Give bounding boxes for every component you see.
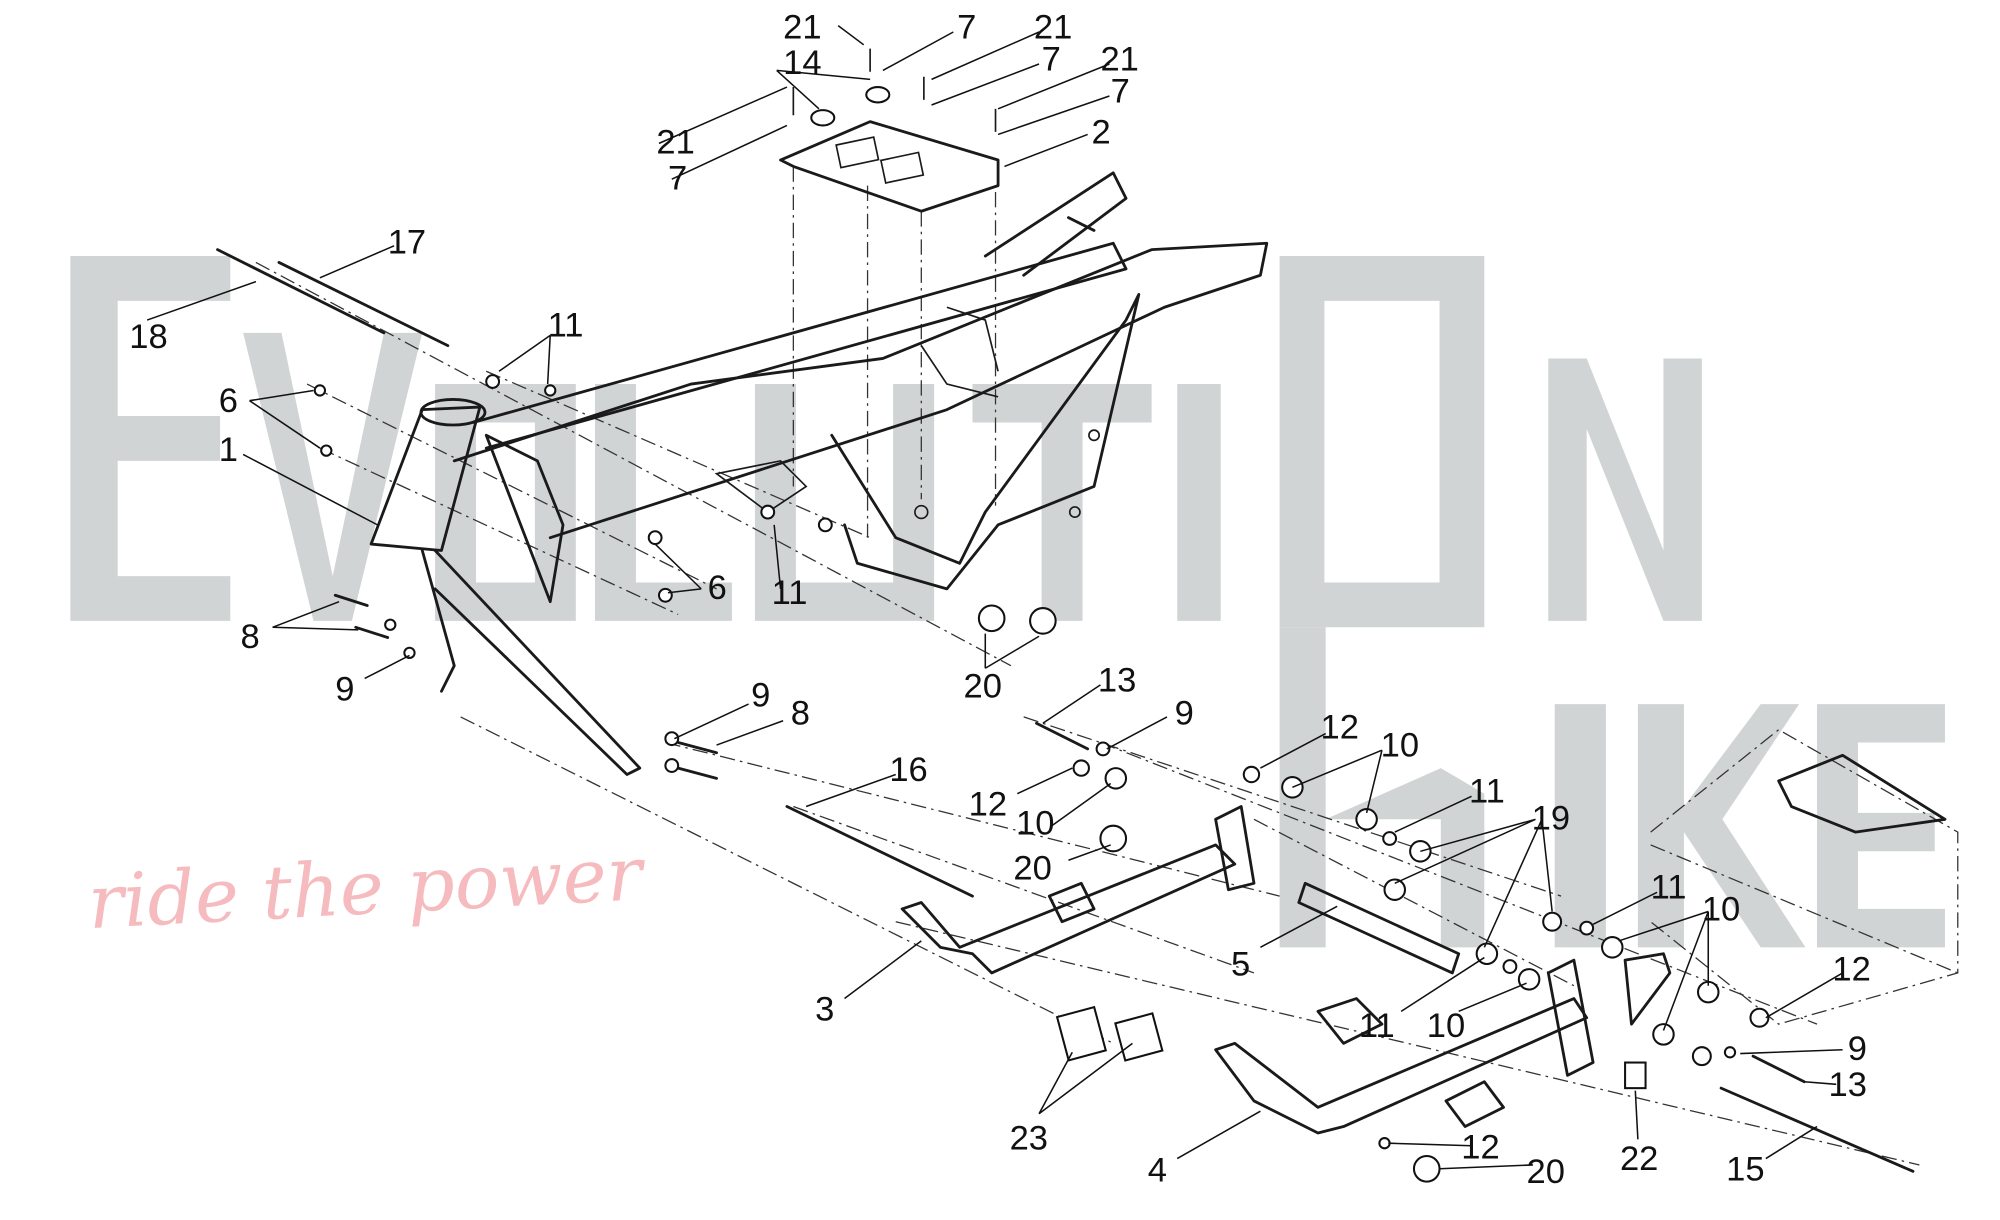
callout: 16: [889, 751, 927, 789]
callout: 21: [1034, 8, 1072, 46]
callout: 6: [708, 569, 727, 607]
leader-lines: [146, 24, 1843, 1170]
callout: 18: [129, 318, 167, 356]
callout: 3: [815, 990, 834, 1028]
long-bolts: [216, 248, 1915, 1173]
callout: 13: [1098, 661, 1136, 699]
lower-subframes: [900, 753, 1947, 1135]
callout: 10: [1016, 805, 1054, 843]
callout: 9: [751, 677, 770, 715]
callout: 11: [1359, 1007, 1395, 1045]
callout: 11: [548, 307, 584, 345]
callout: 10: [1381, 727, 1419, 765]
callout: 14: [783, 44, 821, 82]
callout: 8: [241, 618, 260, 656]
callout: 9: [1848, 1030, 1867, 1068]
battery-plate: [779, 48, 1000, 213]
fasteners: [313, 374, 1770, 1183]
callout: 21: [783, 8, 821, 46]
callout: 10: [1702, 890, 1740, 928]
callout: 11: [772, 574, 808, 612]
callout: 9: [335, 670, 354, 708]
callout: 10: [1427, 1007, 1465, 1045]
callout-labels: 21 7 21 14 7 21 7 21 7 2 17 18 11 6 1 6 …: [129, 8, 1871, 1190]
callout: 1: [219, 431, 238, 469]
callout: 21: [656, 124, 694, 162]
callout: 9: [1175, 695, 1194, 733]
callout: 17: [388, 223, 426, 261]
callout: 7: [1111, 72, 1130, 110]
callout: 20: [1527, 1153, 1565, 1191]
callout: 7: [1042, 40, 1061, 78]
callout: 15: [1726, 1150, 1764, 1188]
callout: 4: [1148, 1152, 1167, 1190]
callout: 2: [1091, 113, 1110, 151]
callout: 7: [957, 8, 976, 46]
callout: 22: [1620, 1140, 1658, 1178]
callout: 20: [1013, 849, 1051, 887]
callout: 5: [1231, 945, 1250, 983]
callout: 20: [964, 668, 1002, 706]
callout: 12: [1321, 709, 1359, 747]
watermark-tagline: ride the power: [86, 830, 649, 946]
callout: 8: [791, 695, 810, 733]
callout: 11: [1469, 773, 1505, 811]
callout: 12: [969, 785, 1007, 823]
watermark-logo: ride the power: [70, 256, 1945, 948]
callout: 12: [1832, 951, 1870, 989]
callout: 11: [1651, 869, 1687, 907]
callout: 7: [668, 159, 687, 197]
callout: 12: [1461, 1129, 1499, 1167]
callout: 13: [1829, 1066, 1867, 1104]
callout: 21: [1100, 40, 1138, 78]
callout: 23: [1010, 1120, 1048, 1158]
callout: 19: [1532, 800, 1570, 838]
callout: 6: [219, 382, 238, 420]
main-frame: [369, 171, 1269, 776]
